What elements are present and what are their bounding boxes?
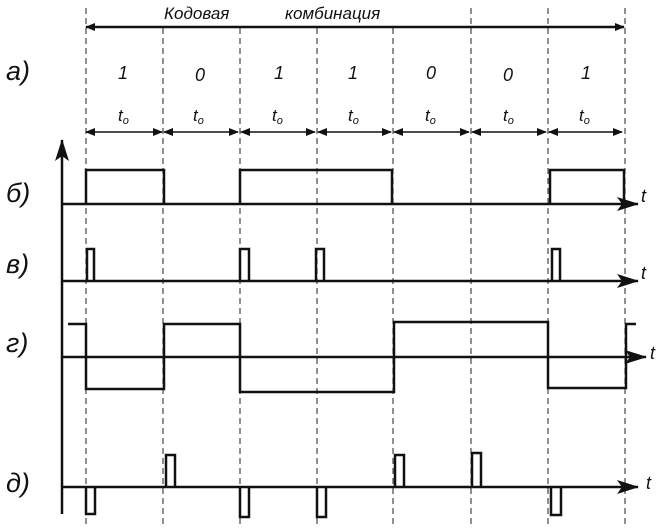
bit-duration-symbol: t <box>425 106 431 125</box>
time-label-d: t <box>646 473 652 493</box>
signal-d-pulses <box>84 451 563 519</box>
svg-text:to: to <box>272 106 283 127</box>
time-label-v: t <box>641 263 647 283</box>
bit-duration-labels: to to to to to to to <box>118 106 590 127</box>
row-label-v: в) <box>6 249 29 279</box>
svg-text:to: to <box>579 106 590 127</box>
code-bit-value: 1 <box>274 63 284 83</box>
time-label-b: t <box>641 186 647 206</box>
bit-duration-subscript: o <box>508 115 514 127</box>
signal-v-pulses <box>85 247 562 281</box>
code-bit-value: 0 <box>503 65 513 85</box>
svg-text:to: to <box>348 106 359 127</box>
row-label-a: а) <box>6 56 30 86</box>
code-bit-value: 1 <box>348 63 358 83</box>
bit-duration-subscript: o <box>353 115 359 127</box>
code-combination-label-left: Кодовая <box>164 4 229 23</box>
code-bit-value: 1 <box>118 63 128 83</box>
row-label-g: г) <box>6 328 28 358</box>
bit-duration-symbol: t <box>348 106 354 125</box>
time-axes <box>62 197 647 494</box>
signal-b-nrz <box>84 168 626 204</box>
bit-duration-symbol: t <box>579 106 585 125</box>
svg-text:to: to <box>425 106 436 127</box>
bit-boundary-lines <box>85 8 626 526</box>
bit-duration-symbol: t <box>193 106 199 125</box>
code-bit-value: 1 <box>581 63 591 83</box>
svg-text:to: to <box>193 106 204 127</box>
bit-duration-subscript: o <box>123 115 129 127</box>
bit-duration-subscript: o <box>584 115 590 127</box>
code-bit-value: 0 <box>195 65 205 85</box>
bit-duration-subscript: o <box>277 115 283 127</box>
time-labels: t t t t <box>641 186 656 493</box>
bit-duration-symbol: t <box>118 106 124 125</box>
code-combination-label-right: комбинация <box>285 4 380 23</box>
row-label-b: б) <box>6 178 30 208</box>
code-bit-value: 0 <box>426 63 436 83</box>
row-labels: а) б) в) г) д) <box>6 56 30 498</box>
bit-duration-subscript: o <box>198 115 204 127</box>
time-label-g: t <box>650 343 656 363</box>
row-label-d: д) <box>6 468 30 498</box>
bit-duration-subscript: o <box>430 115 436 127</box>
code-combination-header: Кодовая комбинация <box>85 4 625 31</box>
svg-text:to: to <box>118 106 129 127</box>
bit-duration-symbol: t <box>272 106 278 125</box>
signal-g-bipolar <box>68 320 636 394</box>
svg-text:to: to <box>503 106 514 127</box>
bit-duration-symbol: t <box>503 106 509 125</box>
code-bit-values: 1 0 1 1 0 0 1 <box>118 63 591 85</box>
